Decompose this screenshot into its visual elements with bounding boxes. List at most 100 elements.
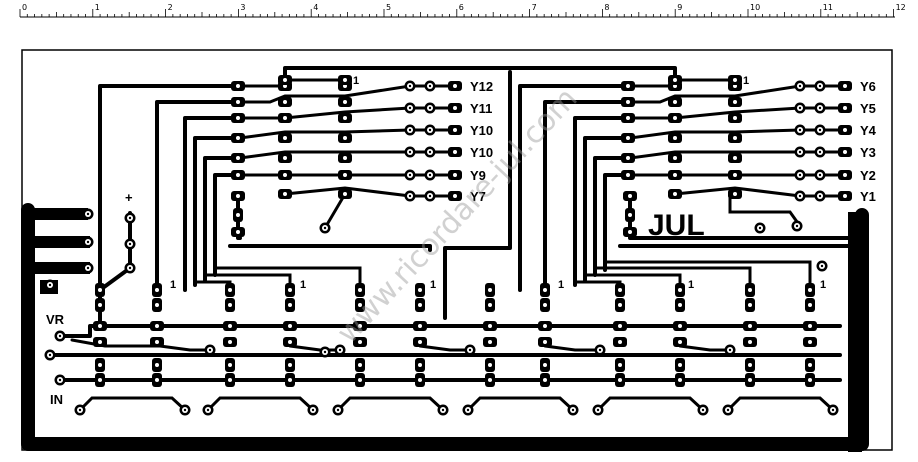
- component-pad: [615, 283, 625, 297]
- bottom-pad: [307, 404, 319, 416]
- relay-pad: [621, 170, 635, 180]
- output-pad: [814, 146, 826, 158]
- output-pad: [814, 102, 826, 114]
- relay-pad: [278, 189, 292, 199]
- component-pad: [540, 298, 550, 312]
- output-pad: [838, 170, 852, 180]
- component-pad: [225, 358, 235, 372]
- output-pad: [448, 147, 462, 157]
- relay-pad: [278, 170, 292, 180]
- relay-pad: [338, 97, 352, 107]
- component-pad: [223, 321, 237, 331]
- bottom-pad: [592, 404, 604, 416]
- component-pad: [285, 373, 295, 387]
- component-pad: [413, 337, 427, 347]
- component-pad: [615, 373, 625, 387]
- relay-pad: [623, 227, 637, 237]
- relay-pad: [625, 208, 635, 222]
- output-pad: [838, 147, 852, 157]
- output-label-y6: Y6: [860, 79, 876, 94]
- ruler-label: 0: [22, 3, 27, 12]
- output-pad: [424, 169, 436, 181]
- component-pad: [675, 373, 685, 387]
- ruler-label: 1: [95, 3, 100, 12]
- output-pad: [838, 81, 852, 91]
- left-output-labels: Y12 Y11 Y10 Y10 Y9 Y7: [470, 79, 493, 204]
- ruler-label: 10: [750, 3, 760, 12]
- component-pad: [95, 358, 105, 372]
- brand-label: JUL: [648, 209, 705, 242]
- component-pad: [150, 321, 164, 331]
- relay-pad: [338, 170, 352, 180]
- component-pad: [675, 283, 685, 297]
- pin-one-marker: 1: [558, 279, 564, 291]
- relay-pad: [621, 81, 635, 91]
- ruler-label: 6: [459, 3, 464, 12]
- relay-pad: [668, 189, 682, 199]
- relay-pad: [231, 81, 245, 91]
- bottom-pad: [74, 404, 86, 416]
- output-label-y5: Y5: [860, 101, 876, 116]
- output-pad: [794, 169, 806, 181]
- in-label: IN: [50, 392, 63, 407]
- component-pad: [538, 321, 552, 331]
- output-pad: [838, 125, 852, 135]
- component-pad: [745, 358, 755, 372]
- component-pad: [152, 283, 162, 297]
- component-pad: [540, 358, 550, 372]
- pin-one-marker: 1: [743, 75, 749, 87]
- component-pad: [540, 373, 550, 387]
- component-pad: [95, 283, 105, 297]
- relay-pad: [728, 97, 742, 107]
- component-pad: [613, 321, 627, 331]
- component-pad: [538, 337, 552, 347]
- output-pad: [794, 102, 806, 114]
- component-pad: [150, 337, 164, 347]
- component-pad: [805, 283, 815, 297]
- component-pad: [413, 321, 427, 331]
- output-pad: [814, 124, 826, 136]
- relay-pad: [231, 113, 245, 123]
- relay-pad: [621, 97, 635, 107]
- edge-connector-pads: [44, 208, 94, 291]
- relay-pad: [231, 153, 245, 163]
- pin-one-marker: 1: [430, 279, 436, 291]
- output-pad: [424, 146, 436, 158]
- output-pad: [424, 80, 436, 92]
- output-pad: [794, 124, 806, 136]
- component-pad: [355, 373, 365, 387]
- relay-pad: [728, 75, 742, 85]
- relay-pad: [621, 113, 635, 123]
- component-pad: [285, 358, 295, 372]
- component-pad: [805, 358, 815, 372]
- ruler-ticks: [19, 9, 894, 17]
- component-pad: [803, 321, 817, 331]
- relay-pad: [231, 191, 245, 201]
- ruler-label: 8: [604, 3, 609, 12]
- relay-pad: [233, 208, 243, 222]
- bottom-pad: [722, 404, 734, 416]
- output-label-y11: Y11: [470, 101, 492, 116]
- ruler-label: 7: [532, 3, 537, 12]
- bottom-pad: [697, 404, 709, 416]
- component-pad: [93, 321, 107, 331]
- component-pad: [485, 298, 495, 312]
- relay-pad: [728, 133, 742, 143]
- relay-pad: [338, 113, 352, 123]
- component-pad: [152, 358, 162, 372]
- ruler-label: 4: [313, 3, 318, 12]
- output-pad: [404, 169, 416, 181]
- output-label-y3: Y3: [860, 145, 876, 160]
- relay-pad: [621, 133, 635, 143]
- output-pad: [424, 190, 436, 202]
- pin-one-marker: 1: [300, 279, 306, 291]
- component-pad: [745, 298, 755, 312]
- relay-pad: [623, 191, 637, 201]
- output-pad: [404, 80, 416, 92]
- component-pad: [743, 337, 757, 347]
- output-label-y9: Y9: [470, 168, 486, 183]
- relay-pad: [728, 153, 742, 163]
- component-pad: [485, 283, 495, 297]
- bottom-pad: [179, 404, 191, 416]
